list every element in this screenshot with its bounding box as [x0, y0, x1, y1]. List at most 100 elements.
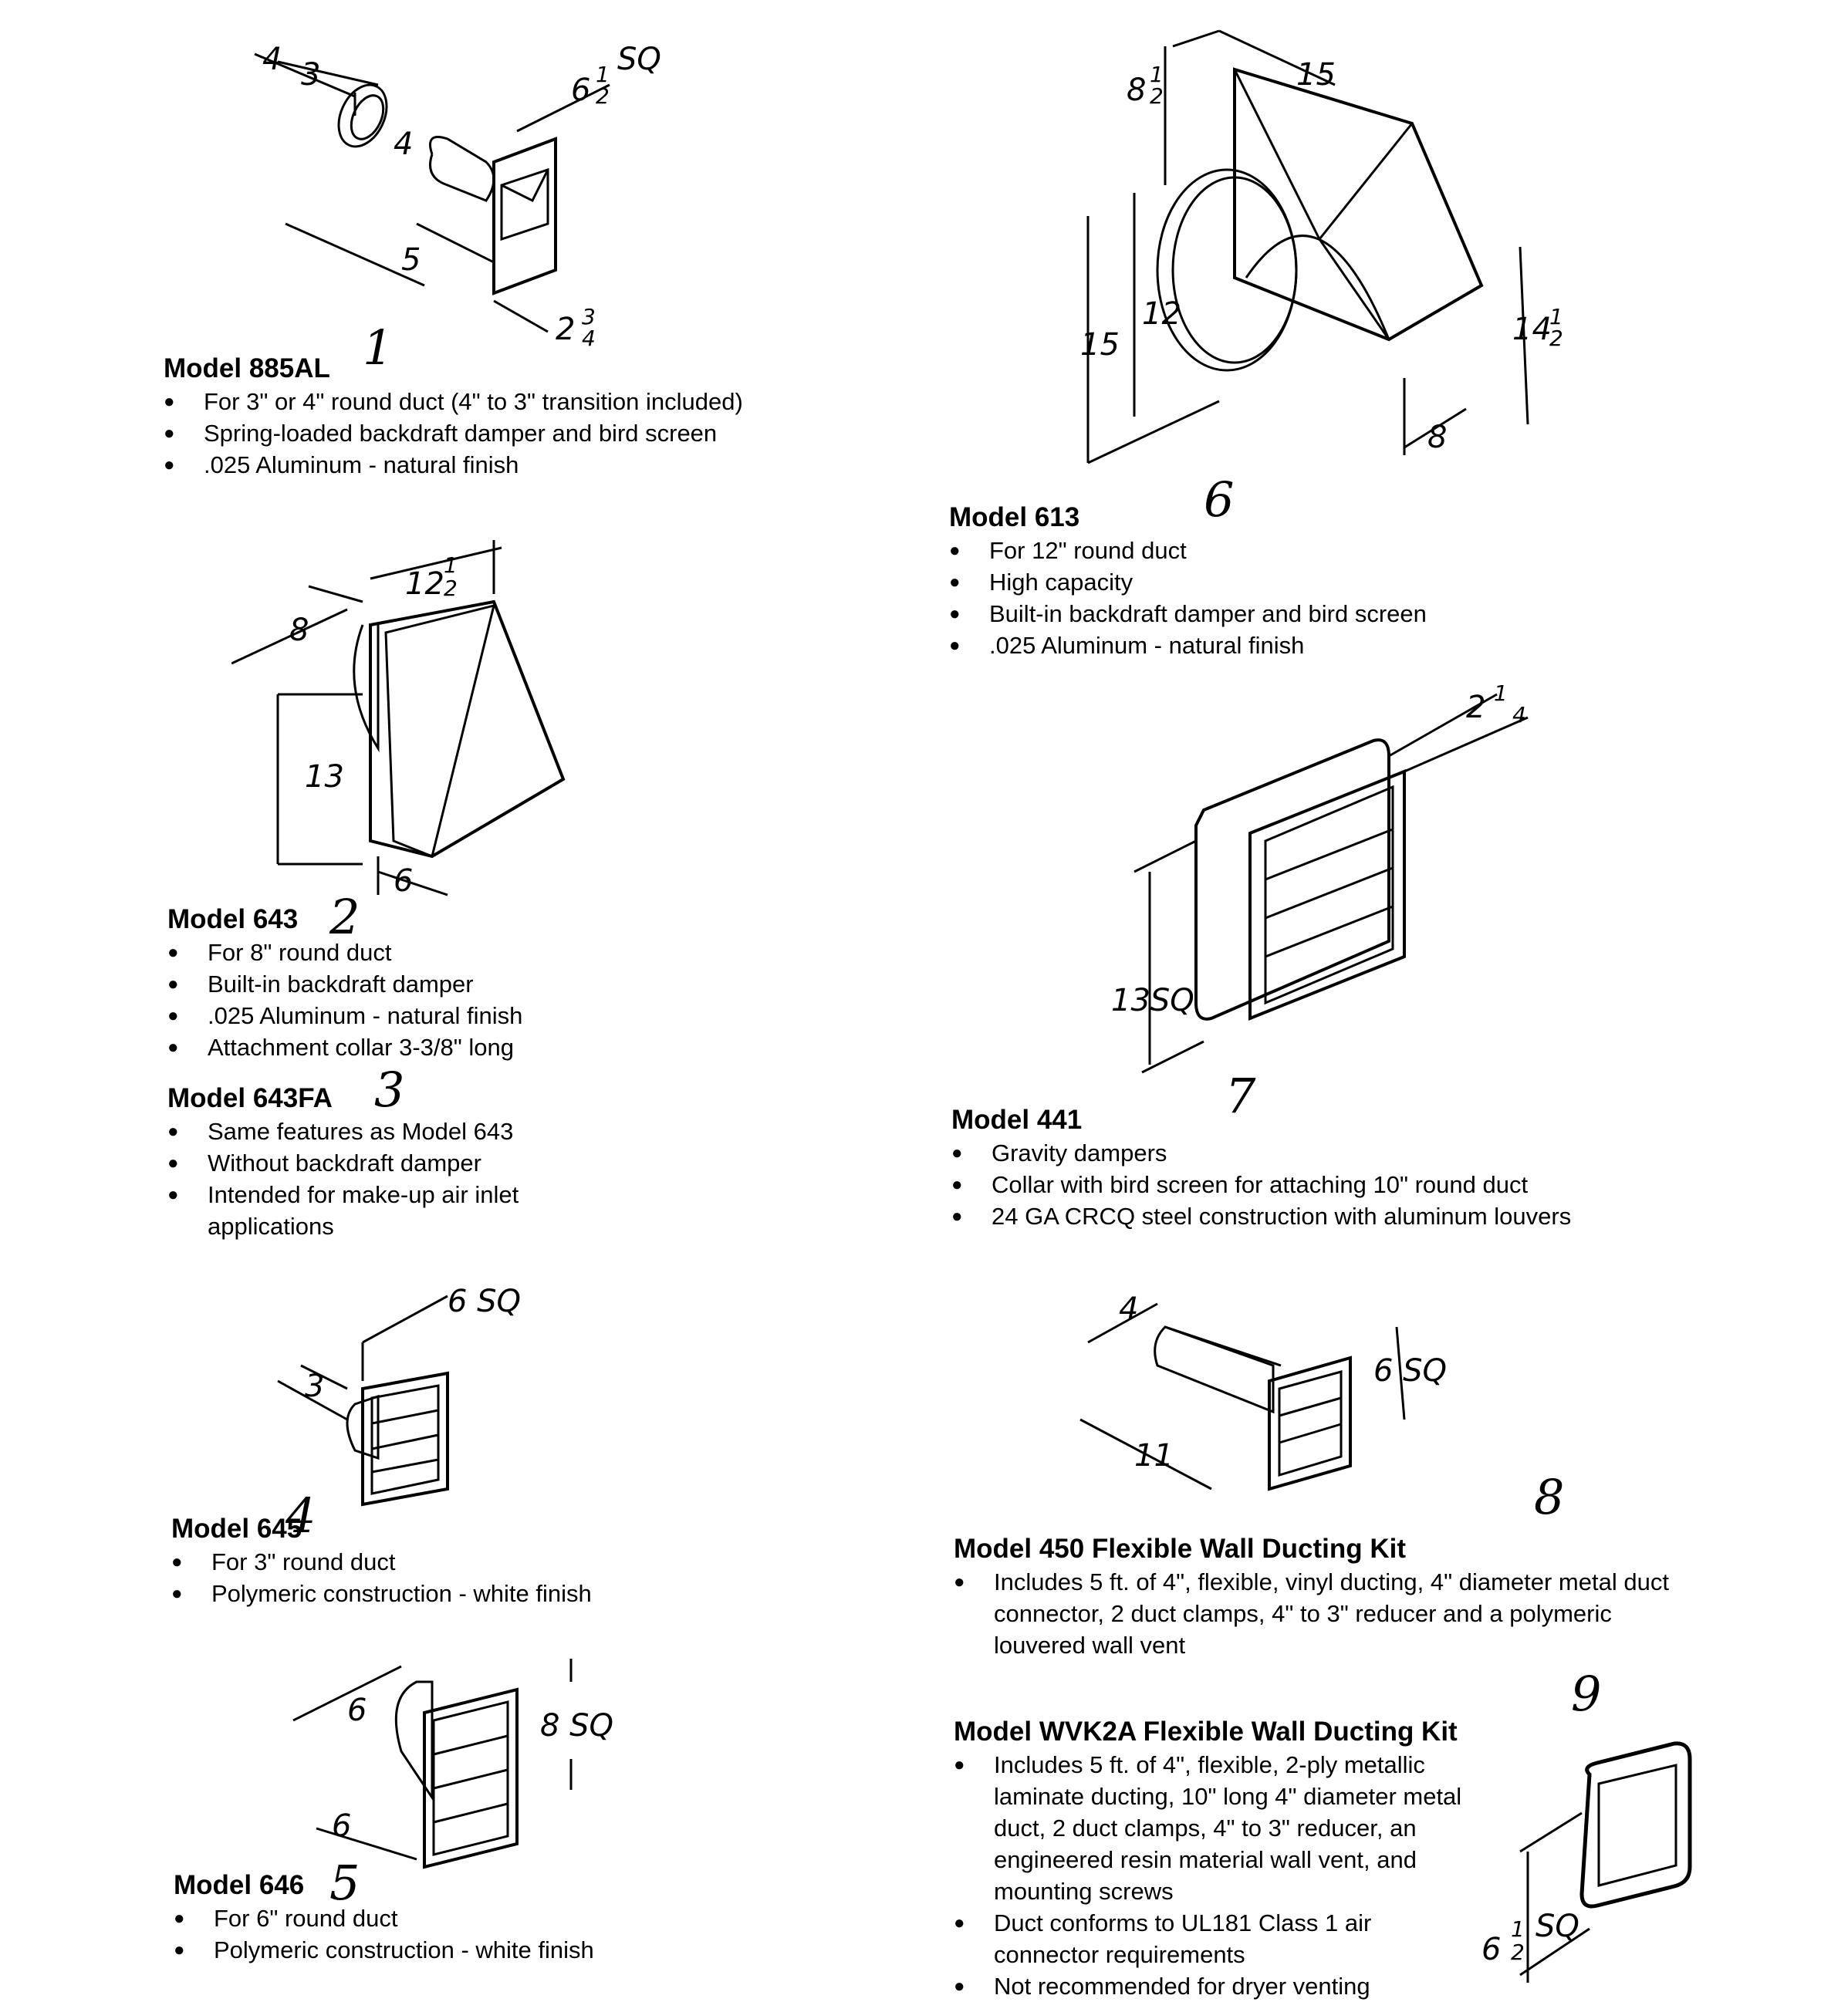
dim-450-6sq: 6 SQ [1373, 1353, 1447, 1389]
dim-885al-4a: 4 [262, 42, 282, 77]
dim-645-3: 3 [305, 1369, 324, 1404]
feature-item: Spring-loaded backdraft damper and bird … [164, 417, 858, 449]
feature-item: Gravity dampers [951, 1137, 1723, 1169]
model-643-features: For 8" round duct Built-in backdraft dam… [167, 937, 862, 1063]
feature-item: For 8" round duct [167, 937, 862, 968]
dim-646-6b: 6 [332, 1808, 351, 1844]
model-643fa-title: Model 643FA [167, 1083, 333, 1113]
dim-613-1a: 1 [1150, 62, 1164, 87]
model-643fa-section: Model 643FA 3 Same features as Model 643… [167, 1066, 769, 1242]
feature-item: High capacity [949, 566, 1644, 598]
model-885al-features: For 3" or 4" round duct (4" to 3" transi… [164, 386, 858, 481]
model-450-number: 8 [1534, 1469, 1565, 1525]
dim-885al-5: 5 [401, 242, 421, 278]
model-wvk2a-title: Model WVK2A Flexible Wall Ducting Kit [954, 1717, 1458, 1747]
feature-item: For 3" round duct [171, 1546, 866, 1578]
dim-885al-6: 6 [571, 73, 590, 108]
model-450-section: Model 450 Flexible Wall Ducting Kit 8 In… [954, 1474, 1669, 1661]
dim-885al-3b: 3 [582, 304, 596, 329]
dim-613-2a: 2 [1150, 83, 1164, 109]
model-wvk2a-drawing: 6 1 2 SQ [1481, 1728, 1705, 1990]
dim-613-14: 14 [1512, 312, 1552, 347]
dim-646-6a: 6 [347, 1693, 367, 1728]
dim-441-1: 1 [1494, 680, 1508, 706]
model-441-title: Model 441 [951, 1105, 1083, 1135]
model-646-number: 5 [329, 1855, 360, 1911]
model-441-drawing: 2 1 4 13SQ [1111, 680, 1590, 1103]
dim-885al-2b: 2 [556, 312, 575, 347]
dim-646-8sq: 8 SQ [540, 1708, 613, 1744]
model-wvk2a-features: Includes 5 ft. of 4", flexible, 2-ply me… [954, 1749, 1648, 2002]
feature-item: Polymeric construction - white finish [174, 1934, 868, 1966]
feature-item: .025 Aluminum - natural finish [167, 1000, 862, 1031]
model-885al-section: Model 885AL 1 For 3" or 4" round duct (4… [164, 324, 858, 481]
dim-450-11: 11 [1134, 1438, 1174, 1474]
feature-item: Built-in backdraft damper and bird scree… [949, 598, 1644, 630]
feature-item: 24 GA CRCQ steel construction with alumi… [951, 1200, 1723, 1232]
dim-885al-4c: 4 [582, 326, 596, 347]
model-441-number: 7 [1225, 1068, 1256, 1124]
model-643fa-number: 3 [374, 1062, 405, 1118]
dim-613-8: 8 [1127, 73, 1146, 108]
feature-item: Same features as Model 643 [167, 1116, 769, 1147]
model-613-section: Model 613 6 For 12" round duct High capa… [949, 476, 1644, 662]
model-885al-drawing: 4 3 4 5 6 1 2 SQ 2 3 4 [239, 42, 661, 347]
model-441-features: Gravity dampers Collar with bird screen … [951, 1137, 1723, 1232]
model-646-title: Model 646 [174, 1870, 305, 1900]
feature-item: For 6" round duct [174, 1902, 868, 1934]
dim-643-13: 13 [305, 759, 344, 795]
dim-441-13sq: 13SQ [1111, 983, 1194, 1018]
model-646-drawing: 6 8 SQ 6 [285, 1651, 613, 1882]
model-613-number: 6 [1204, 471, 1235, 528]
dim-wvk2a-2: 2 [1511, 1940, 1525, 1965]
model-643-title: Model 643 [167, 904, 299, 934]
dim-613-12: 12 [1142, 296, 1181, 332]
model-450-features: Includes 5 ft. of 4", flexible, vinyl du… [954, 1566, 1669, 1661]
feature-item: Intended for make-up air inlet applicati… [167, 1179, 609, 1242]
dim-wvk2a-1: 1 [1511, 1916, 1525, 1942]
dim-wvk2a-6: 6 [1481, 1932, 1501, 1967]
model-613-drawing: 8 1 2 15 15 12 14 1 2 8 [1080, 15, 1563, 478]
feature-item: Includes 5 ft. of 4", flexible, vinyl du… [954, 1566, 1673, 1661]
dim-613-2b: 2 [1549, 326, 1563, 351]
model-645-drawing: 6 SQ 3 [270, 1284, 521, 1512]
model-885al-number: 1 [363, 319, 394, 376]
feature-item: Not recommended for dryer venting [954, 1970, 1648, 2002]
dim-885al-sq: SQ [617, 42, 661, 77]
model-885al-title: Model 885AL [164, 353, 330, 383]
model-643-section: Model 643 2 For 8" round duct Built-in b… [167, 893, 862, 1064]
dim-613-15a: 15 [1296, 57, 1336, 93]
feature-item: Collar with bird screen for attaching 10… [951, 1169, 1723, 1200]
model-643-number: 2 [329, 889, 360, 945]
dim-441-2: 2 [1466, 690, 1485, 725]
dim-441-4: 4 [1512, 702, 1526, 728]
model-645-number: 4 [285, 1487, 316, 1544]
feature-item: Built-in backdraft damper [167, 968, 862, 1000]
model-643-drawing: 8 12 1 2 13 6 [231, 532, 586, 899]
model-646-features: For 6" round duct Polymeric construction… [174, 1902, 868, 1966]
model-wvk2a-section: Model WVK2A Flexible Wall Ducting Kit 9 … [954, 1670, 1648, 2002]
model-wvk2a-number: 9 [1571, 1666, 1602, 1722]
model-450-drawing: 4 6 SQ 11 [1073, 1291, 1447, 1504]
feature-item: For 12" round duct [949, 535, 1644, 566]
dim-645-6sq: 6 SQ [448, 1284, 521, 1319]
dim-885al-3: 3 [301, 57, 320, 93]
dim-885al-2: 2 [596, 83, 610, 109]
model-646-section: Model 646 5 For 6" round duct Polymeric … [174, 1859, 868, 1967]
model-643fa-features: Same features as Model 643 Without backd… [167, 1116, 769, 1242]
dim-613-8b: 8 [1427, 420, 1447, 455]
feature-item: Attachment collar 3-3/8" long [167, 1031, 862, 1063]
dim-450-4: 4 [1119, 1291, 1138, 1327]
model-441-section: Model 441 7 Gravity dampers Collar with … [951, 1072, 1723, 1233]
model-613-features: For 12" round duct High capacity Built-i… [949, 535, 1644, 661]
dim-643-12: 12 [405, 566, 444, 602]
model-645-section: Model 645 4 For 3" round duct Polymeric … [171, 1492, 866, 1610]
feature-item: .025 Aluminum - natural finish [164, 449, 858, 481]
model-645-title: Model 645 [171, 1514, 302, 1544]
model-450-title: Model 450 Flexible Wall Ducting Kit [954, 1534, 1407, 1564]
feature-item: Polymeric construction - white finish [171, 1578, 866, 1609]
dim-613-15b: 15 [1080, 327, 1120, 363]
dim-885al-4b: 4 [394, 127, 413, 162]
dim-885al-1: 1 [596, 62, 610, 87]
model-613-title: Model 613 [949, 502, 1080, 532]
